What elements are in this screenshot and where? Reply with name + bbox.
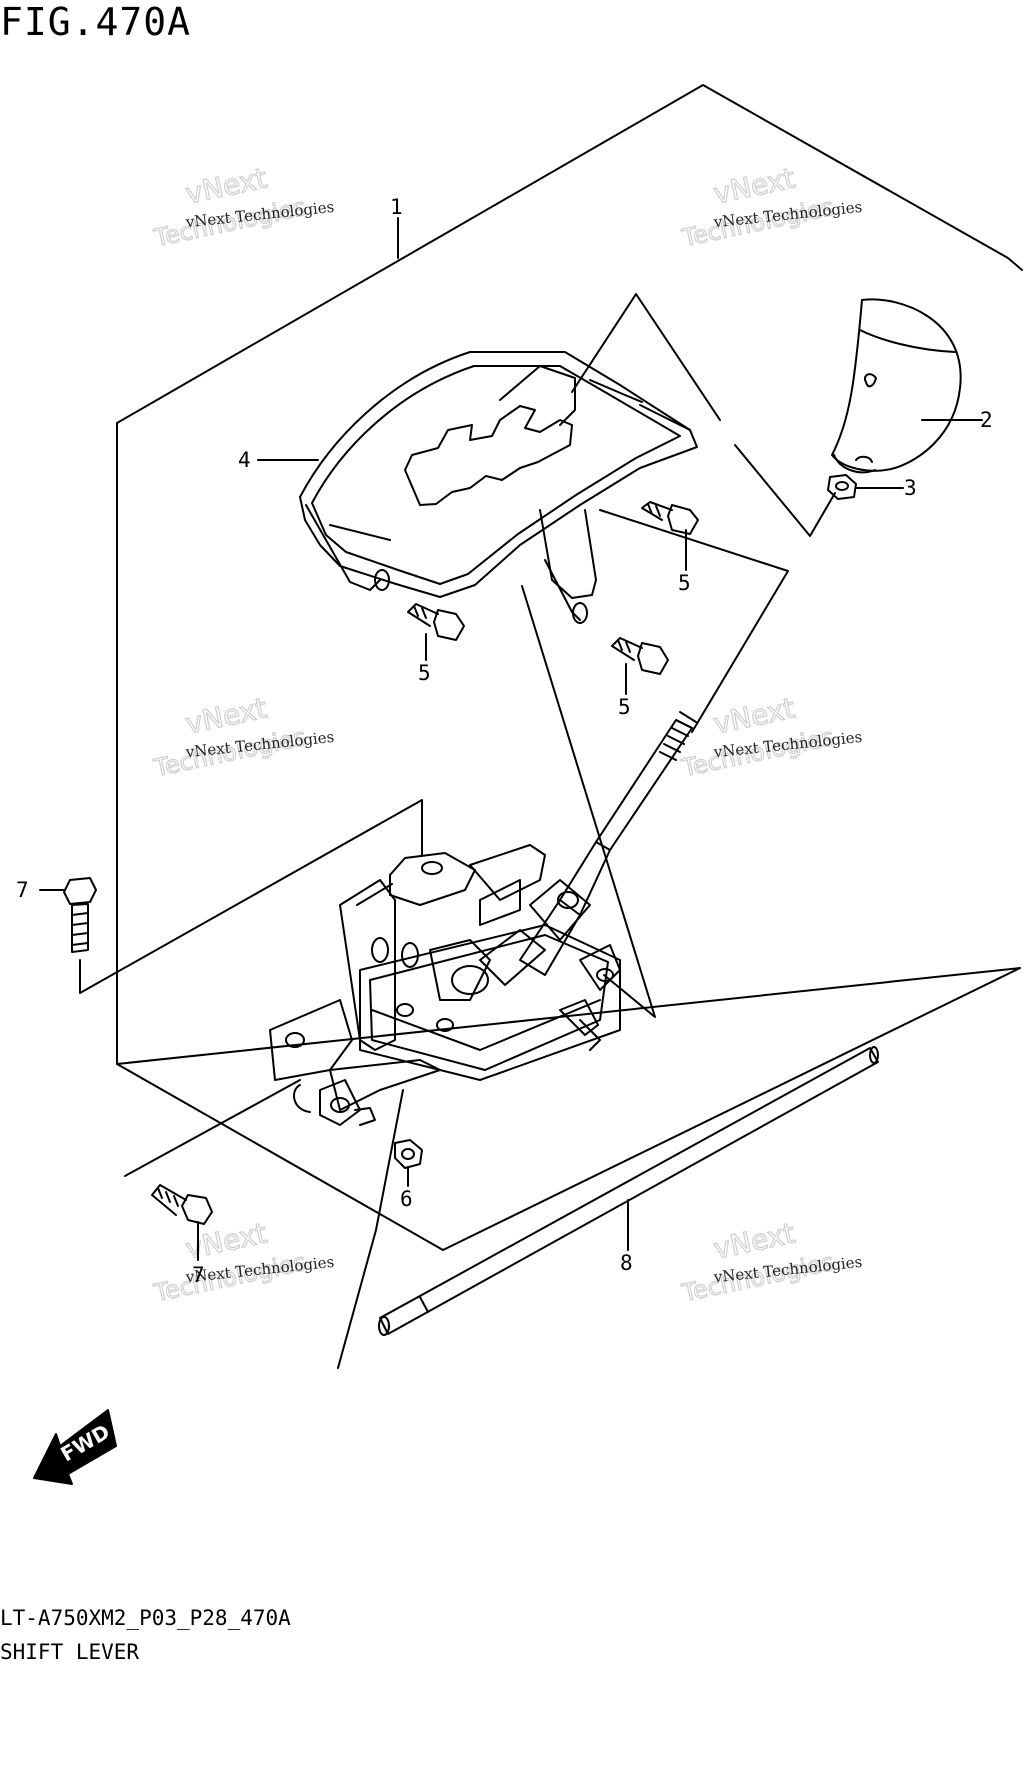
shift-knob — [831, 298, 962, 474]
boot-bolt-2 — [407, 603, 465, 641]
callout-5: 5 — [618, 695, 631, 719]
knob-nut — [827, 474, 857, 500]
watermark: vNext Technologies vNext Technologies — [678, 161, 863, 253]
callout-2: 2 — [980, 408, 993, 432]
callout-7: 7 — [16, 878, 29, 902]
shift-gate-cover — [299, 351, 698, 624]
model-code: LT-A750XM2_P03_P28_470A — [0, 1606, 291, 1630]
callout-3: 3 — [904, 476, 917, 500]
callout-labels: 1 2 3 4 5 5 5 6 7 7 8 — [16, 195, 993, 1287]
callout-6: 6 — [400, 1187, 413, 1211]
assembly-boundary-edge — [1007, 257, 1023, 271]
callout-1: 1 — [390, 195, 403, 219]
assembly-boundary — [116, 84, 1021, 1251]
callout-7: 7 — [192, 1263, 205, 1287]
watermark: vNext Technologies vNext Technologies — [150, 1216, 335, 1308]
callout-8: 8 — [620, 1251, 633, 1275]
boot-bolt-3 — [611, 637, 669, 675]
watermark: vNext Technologies vNext Technologies — [678, 691, 863, 783]
figure-title: FIG.470A — [0, 0, 192, 44]
leader-knob — [571, 293, 836, 537]
watermark: vNext Technologies vNext Technologies — [150, 161, 335, 253]
leader-bolt-left — [79, 799, 423, 994]
assembly-name: SHIFT LEVER — [0, 1640, 140, 1664]
lock-nut — [394, 1139, 423, 1169]
shift-rod — [378, 1046, 879, 1336]
callout-5: 5 — [418, 661, 431, 685]
boot-bolt-1 — [641, 501, 699, 535]
mounting-bolt-upper — [63, 877, 97, 953]
watermark: vNext Technologies vNext Technologies — [150, 691, 335, 783]
watermark-group: vNext Technologies vNext Technologies vN… — [150, 161, 863, 1308]
mounting-bolt-lower — [151, 1184, 213, 1225]
fwd-direction-marker: FWD — [33, 1409, 117, 1485]
leader-lower — [337, 1089, 404, 1369]
watermark: vNext Technologies vNext Technologies — [678, 1216, 863, 1308]
callout-4: 4 — [238, 448, 251, 472]
shift-lever-bracket — [269, 844, 621, 1126]
callout-5: 5 — [678, 571, 691, 595]
leader-lower-2 — [124, 1079, 301, 1177]
